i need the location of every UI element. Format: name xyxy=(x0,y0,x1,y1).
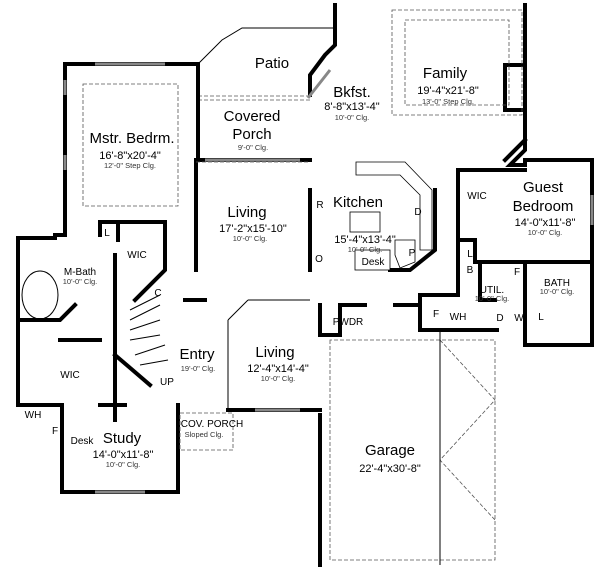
freezer-label: F xyxy=(433,309,439,320)
room-entry: Entry 19'-0" Clg. xyxy=(179,346,215,373)
room-size: 22'-4"x30'-8" xyxy=(359,463,421,475)
linen-label: L xyxy=(104,228,110,239)
desk-label: Desk xyxy=(71,436,95,447)
freezer-label: F xyxy=(52,426,58,437)
water-heater-label: WH xyxy=(450,312,467,323)
room-ceiling: 19'-0" Clg. xyxy=(181,364,216,373)
room-cov-porch: COV. PORCH Sloped Clg. xyxy=(179,412,243,451)
room-size: 8'-8"x13'-4" xyxy=(324,101,380,113)
room-name: M-Bath xyxy=(64,267,96,278)
room-master-bath: M-Bath 10'-0" Clg. xyxy=(21,267,98,320)
room-ceiling: 10'-0" Clg. xyxy=(528,228,563,237)
pantry-label: P xyxy=(409,248,416,259)
room-bath: BATH 10'-0" Clg. xyxy=(540,278,575,296)
room-ceiling: 10'-0" Clg. xyxy=(233,234,268,243)
room-master-bedroom: Mstr. Bedrm. 16'-8"x20'-4" 12'-0" Step C… xyxy=(89,130,174,170)
room-name: Bedroom xyxy=(513,198,574,215)
kitchen-fixtures xyxy=(349,161,433,271)
exterior-walls xyxy=(16,3,594,567)
room-size: 15'-4"x13'-4" xyxy=(334,234,396,246)
room-name: Kitchen xyxy=(333,194,383,211)
room-garage: Garage 22'-4"x30'-8" xyxy=(359,442,421,475)
room-living-lower: Living 12'-4"x14'-4" 10'-0" Clg. xyxy=(247,344,309,383)
room-size: 12'-4"x14'-4" xyxy=(247,363,309,375)
room-name: Living xyxy=(227,204,266,221)
room-name: Patio xyxy=(255,55,289,72)
room-bkfst: Bkfst. 8'-8"x13'-4" 10'-0" Clg. xyxy=(324,84,380,122)
dishwasher-label: D xyxy=(414,207,421,218)
room-size: 14'-0"x11'-8" xyxy=(515,217,576,229)
room-name: Entry xyxy=(179,346,215,363)
water-heater-label: WH xyxy=(25,410,42,421)
room-ceiling: 10'-0" Clg. xyxy=(348,245,383,254)
windows xyxy=(63,62,594,494)
dryer-label: D xyxy=(496,313,503,324)
room-name: COV. PORCH xyxy=(181,419,243,430)
room-guest-bedroom: Guest Bedroom 14'-0"x11'-8" 10'-0" Clg. xyxy=(513,179,576,237)
stairs-up-label: UP xyxy=(160,377,174,388)
room-name: Family xyxy=(423,65,468,82)
room-ceiling: 10'-0" Clg. xyxy=(63,277,98,286)
room-ceiling: 10'-0" Clg. xyxy=(540,287,575,296)
room-name: Study xyxy=(103,430,142,447)
room-ceiling: 10'-0" Clg. xyxy=(475,294,510,303)
stairs xyxy=(129,294,169,366)
room-size: 14'-0"x11'-8" xyxy=(93,449,154,461)
ceiling-outlines xyxy=(82,9,523,561)
room-kitchen: Kitchen 15'-4"x13'-4" 10'-0" Clg. xyxy=(333,194,396,254)
room-family: Family 19'-4"x21'-8" 13'-0" Step Clg. xyxy=(417,65,479,106)
room-ceiling: Sloped Clg. xyxy=(185,430,224,439)
room-size: 19'-4"x21'-8" xyxy=(417,85,479,97)
room-ceiling: 10'-0" Clg. xyxy=(335,113,370,122)
patio-outline xyxy=(197,5,336,101)
room-name: Porch xyxy=(232,126,271,143)
room-powder: PWDR xyxy=(333,317,364,328)
desk-label: Desk xyxy=(362,257,386,268)
linen-label: L xyxy=(467,249,473,260)
bathtub-icon xyxy=(21,270,59,320)
room-covered-porch: Covered Porch 9'-0" Clg. xyxy=(224,108,281,152)
refrigerator-label: R xyxy=(316,200,323,211)
freezer-label: F xyxy=(514,267,520,278)
bench-label: B xyxy=(467,265,474,276)
room-name: Garage xyxy=(365,442,415,459)
washer-label: W xyxy=(514,313,524,324)
room-ceiling: 13'-0" Step Clg. xyxy=(422,97,474,106)
cooktop-icon xyxy=(349,211,381,233)
garage-roof-lines xyxy=(439,330,496,565)
room-name: Guest xyxy=(523,179,564,196)
room-name: Bkfst. xyxy=(333,84,371,101)
room-living-upper: Living 17'-2"x15'-10" 10'-0" Clg. xyxy=(219,204,287,243)
room-name: Mstr. Bedrm. xyxy=(89,130,174,147)
fixture-labels: WIC WIC WIC L L L C R O D P Desk Desk B … xyxy=(25,191,545,447)
room-name: Covered xyxy=(224,108,281,125)
linen-label: L xyxy=(538,312,544,323)
wic-label: WIC xyxy=(60,370,79,381)
room-utility: UTIL. 10'-0" Clg. xyxy=(475,285,510,303)
interior-walls xyxy=(16,63,594,422)
room-patio: Patio xyxy=(255,55,289,72)
room-study: Study 14'-0"x11'-8" 10'-0" Clg. xyxy=(93,430,154,469)
closet-label: C xyxy=(154,288,161,299)
wic-label: WIC xyxy=(127,250,146,261)
room-ceiling: 12'-0" Step Clg. xyxy=(104,161,156,170)
room-ceiling: 10'-0" Clg. xyxy=(261,374,296,383)
oven-label: O xyxy=(315,254,323,265)
room-size: 16'-8"x20'-4" xyxy=(99,150,161,162)
room-name: Living xyxy=(255,344,294,361)
room-ceiling: 10'-0" Clg. xyxy=(106,460,141,469)
room-name: BATH xyxy=(544,278,570,289)
room-size: 17'-2"x15'-10" xyxy=(219,223,287,235)
room-name: PWDR xyxy=(333,317,364,328)
room-name: UTIL. xyxy=(480,285,504,296)
room-ceiling: 9'-0" Clg. xyxy=(238,143,268,152)
wic-label: WIC xyxy=(467,191,486,202)
